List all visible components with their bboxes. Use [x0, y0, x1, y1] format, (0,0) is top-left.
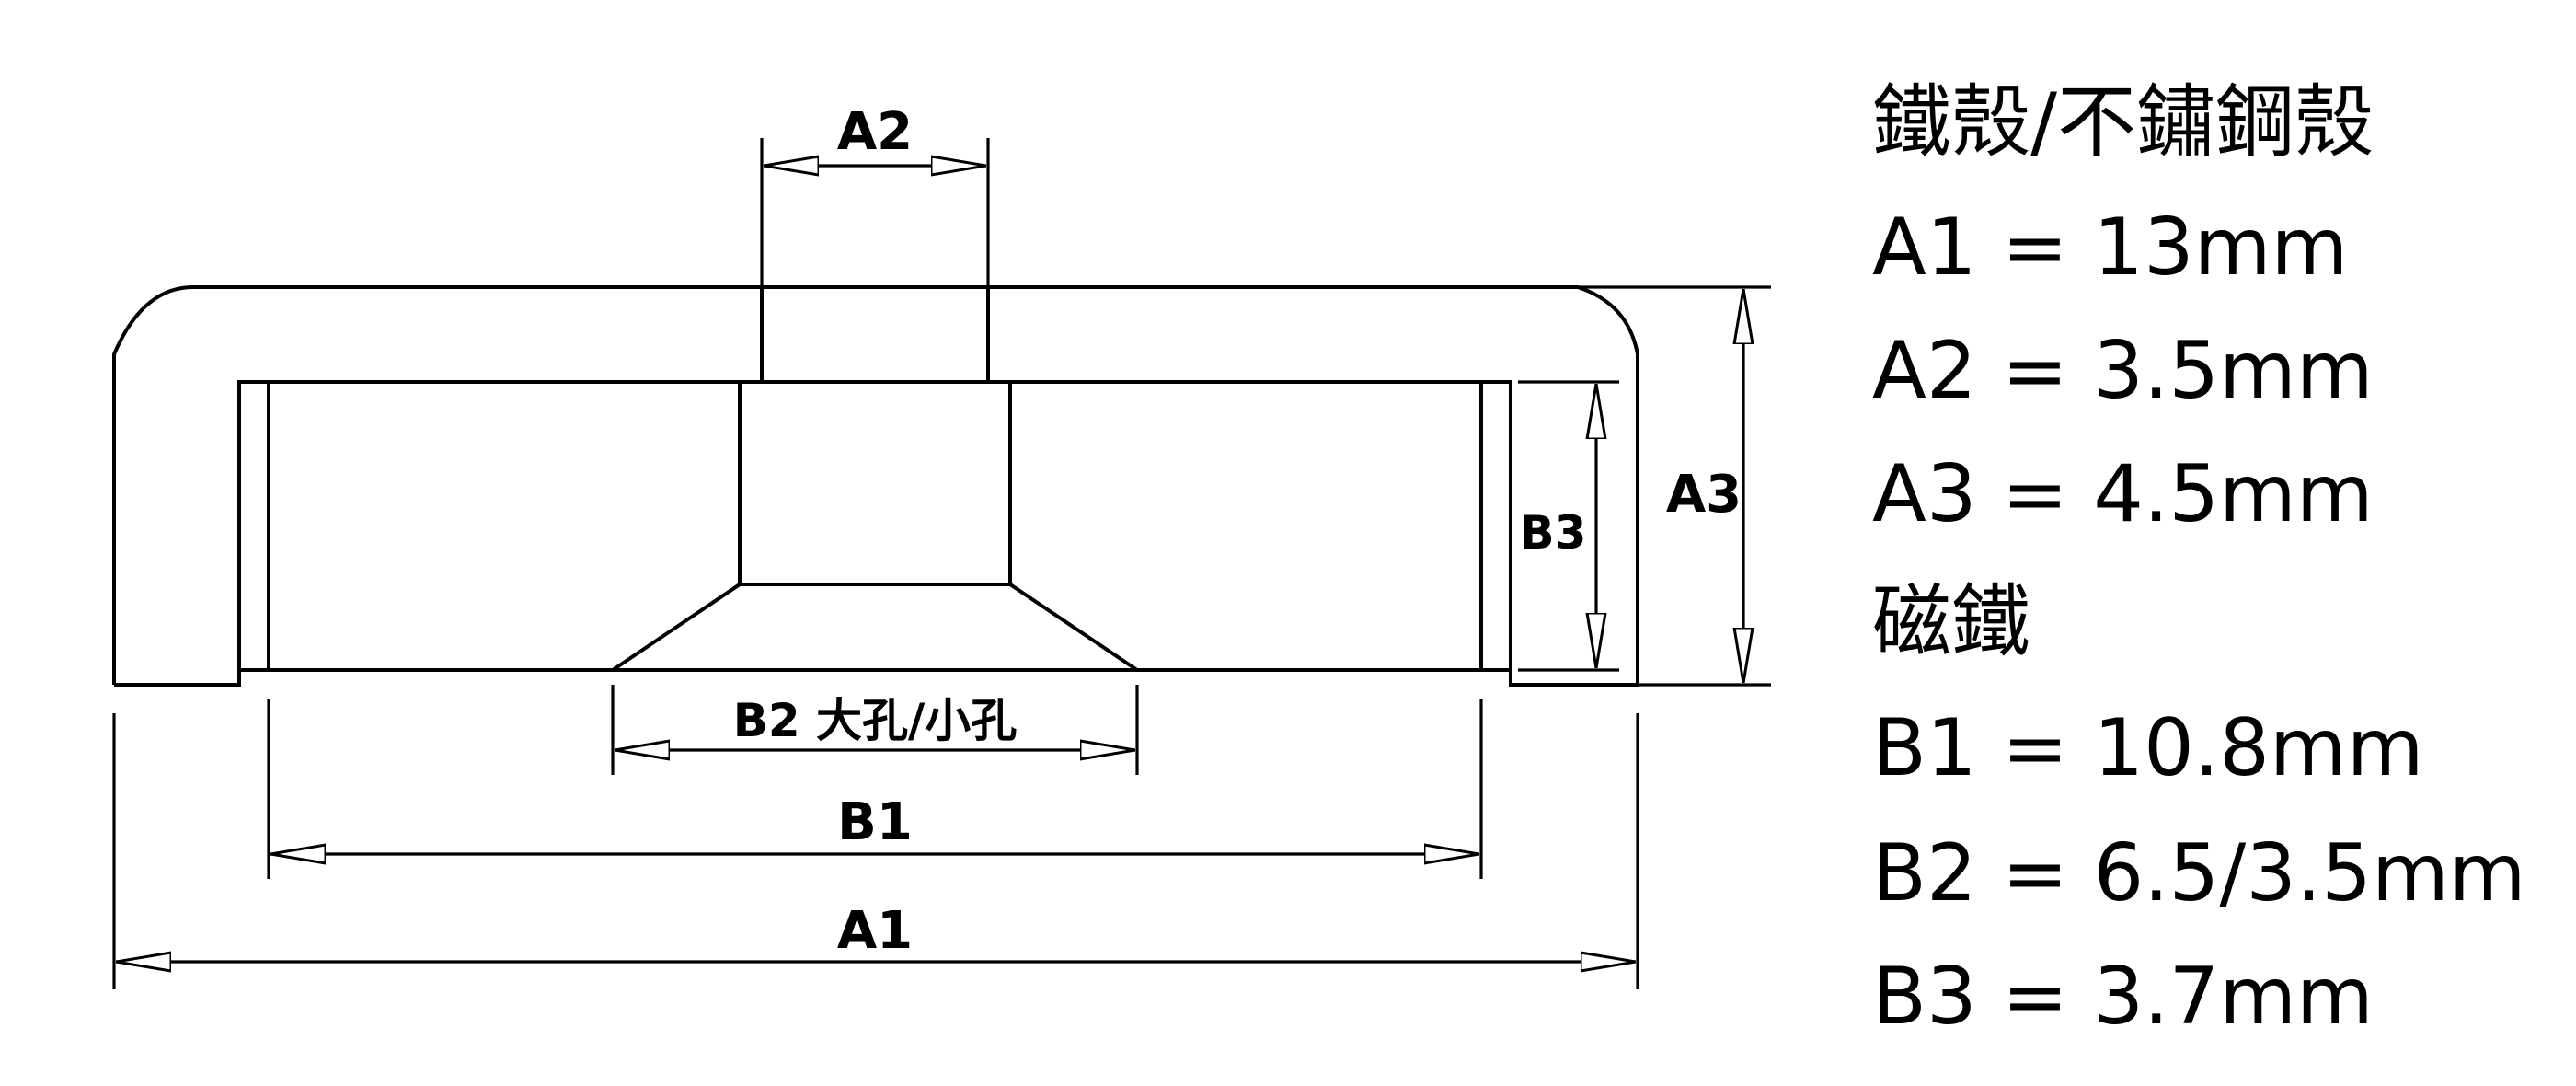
- spec-b1: B1 = 10.8mm: [1872, 702, 2423, 794]
- a3-label: A3: [1666, 465, 1742, 525]
- a1-label: A1: [837, 901, 913, 961]
- countersink-hole: [611, 382, 1139, 672]
- b3-label: B3: [1520, 506, 1587, 560]
- spec-a2: A2 = 3.5mm: [1872, 325, 2374, 417]
- shell-outline: [112, 285, 1639, 687]
- b2-label: B2 大孔/小孔: [733, 694, 1018, 747]
- spec-a3: A3 = 4.5mm: [1872, 448, 2374, 540]
- spec-shell-heading: 鐵殼/不鏽鋼殼: [1872, 76, 2374, 168]
- spec-magnet-heading: 磁鐵: [1872, 576, 2030, 668]
- a2-label: A2: [837, 102, 913, 162]
- spec-b2: B2 = 6.5/3.5mm: [1872, 827, 2526, 919]
- b1-label: B1: [837, 792, 913, 852]
- spec-a1: A1 = 13mm: [1872, 202, 2348, 294]
- spec-b3: B3 = 3.7mm: [1872, 951, 2374, 1043]
- shell-left-wall: [114, 380, 269, 687]
